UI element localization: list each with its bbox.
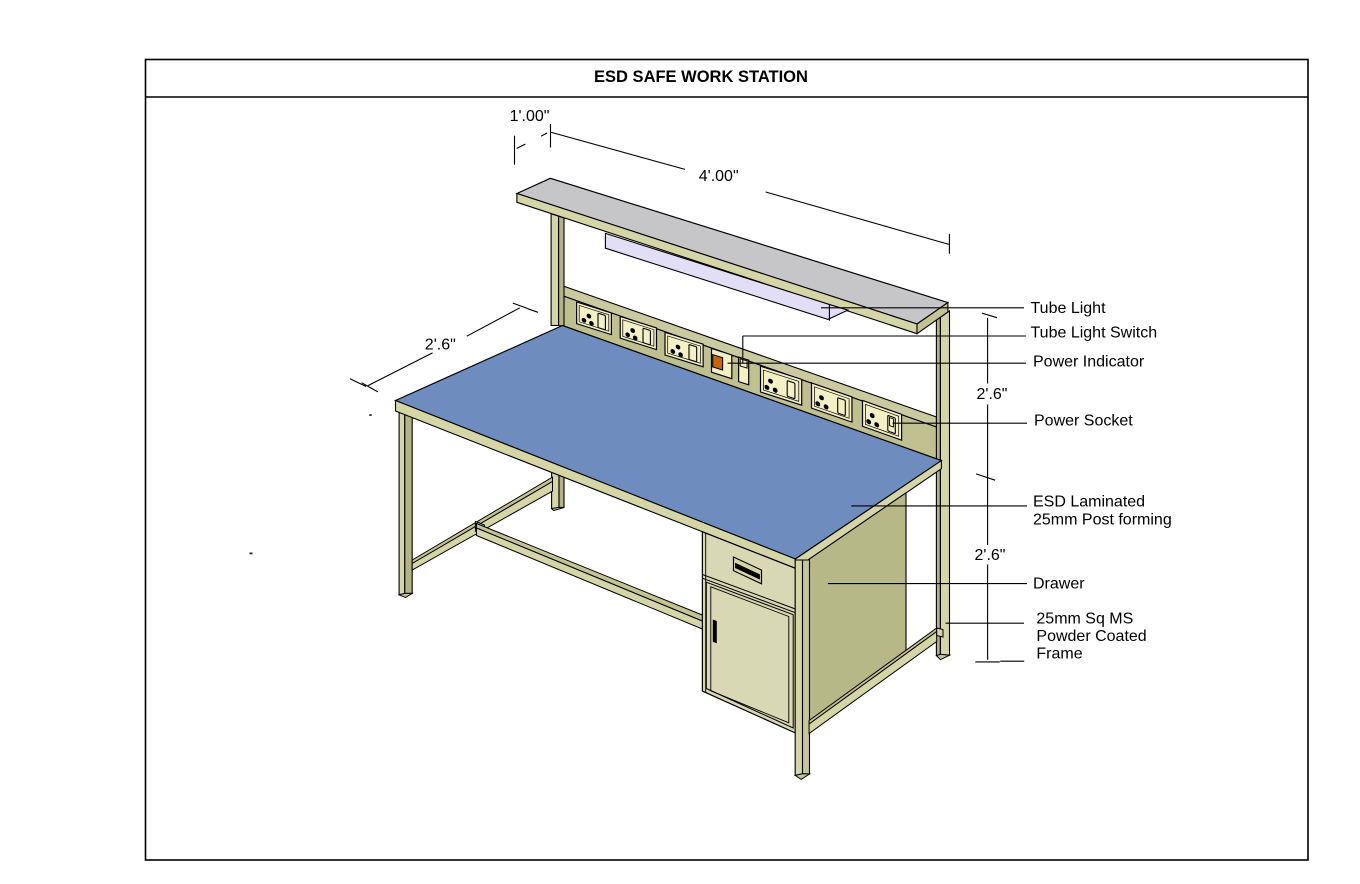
- svg-text:25mm Sq MS: 25mm Sq MS: [1036, 610, 1133, 627]
- svg-text:Drawer: Drawer: [1033, 576, 1085, 593]
- svg-text:ESD Laminated: ESD Laminated: [1033, 493, 1145, 510]
- svg-text:Power Socket: Power Socket: [1034, 413, 1133, 430]
- svg-text:2'.6": 2'.6": [425, 336, 456, 353]
- svg-text:2'.6": 2'.6": [975, 547, 1006, 564]
- svg-text:Power Indicator: Power Indicator: [1033, 354, 1145, 371]
- svg-text:ESD SAFE WORK STATION: ESD SAFE WORK STATION: [594, 68, 808, 86]
- svg-text:Frame: Frame: [1036, 646, 1082, 663]
- svg-text:25mm Post forming: 25mm Post forming: [1033, 512, 1172, 529]
- svg-text:2'.6": 2'.6": [977, 386, 1008, 403]
- svg-text:1'.00": 1'.00": [510, 108, 550, 125]
- svg-text:Tube Light: Tube Light: [1031, 300, 1107, 317]
- svg-text:Tube Light Switch: Tube Light Switch: [1031, 325, 1158, 342]
- svg-text:Powder Coated: Powder Coated: [1036, 628, 1146, 645]
- svg-text:4'.00": 4'.00": [699, 168, 739, 185]
